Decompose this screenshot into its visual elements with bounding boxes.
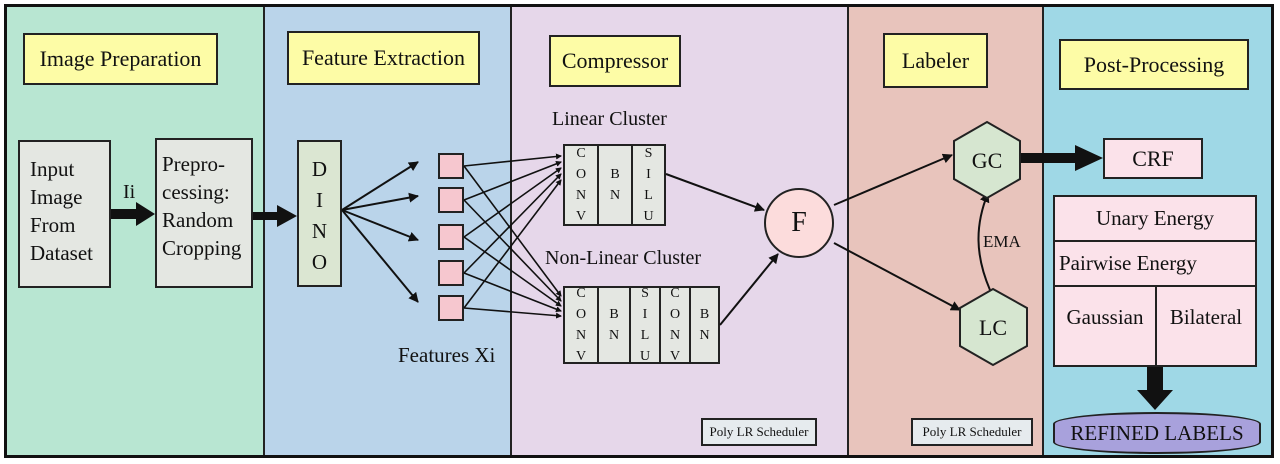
nonlinear-cluster-title: Non-Linear Cluster: [545, 247, 702, 269]
crf-label: CRF: [1132, 145, 1174, 171]
preprocessing-box: Prepro- cessing: Random Cropping: [155, 138, 253, 288]
bilateral-cell: Bilateral: [1157, 287, 1255, 383]
fusion-node-label: F: [791, 207, 807, 238]
refined-labels-box: REFINED LABELS: [1053, 412, 1261, 454]
dino-letter-1: D: [311, 157, 328, 181]
input-image-box: Input Image From Dataset: [18, 140, 111, 288]
linear-cluster-title: Linear Cluster: [552, 108, 667, 130]
ema-label: EMA: [983, 232, 1021, 251]
title-compressor: Compressor: [549, 35, 681, 87]
preprocessing-line1: Prepro-: [162, 152, 225, 176]
bilateral-label: Bilateral: [1169, 305, 1243, 329]
arrow-gc-to-crf: [1020, 145, 1103, 171]
refined-labels-label: REFINED LABELS: [1070, 420, 1244, 445]
gc-node-label: GC: [972, 148, 1003, 173]
title-image-preparation: Image Preparation: [23, 33, 218, 85]
feature-square-2: [438, 187, 464, 213]
lc-node-label: LC: [979, 315, 1007, 340]
dino-letter-2: I: [316, 188, 323, 212]
dino-fanout-arrows: [341, 161, 419, 303]
crf-box: CRF: [1103, 138, 1203, 179]
arrow-preprocessing-to-dino: [253, 205, 297, 227]
unary-energy-label: Unary Energy: [1096, 206, 1214, 230]
title-labeler: Labeler: [883, 33, 988, 88]
ema-arrow: [977, 192, 991, 291]
features-label: Features Xi: [398, 343, 496, 367]
feature-square-5: [438, 295, 464, 321]
lc-node: [959, 287, 1028, 367]
feature-square-1: [438, 153, 464, 179]
preprocessing-line3: Random: [162, 208, 234, 232]
pairwise-energy-row: Pairwise Energy: [1055, 242, 1255, 287]
pairwise-energy-label: Pairwise Energy: [1059, 251, 1197, 275]
feature-square-3: [438, 224, 464, 250]
arrow-energy-to-refined: [1137, 367, 1173, 410]
input-image-line3: From: [30, 213, 76, 237]
fusion-arrows: [665, 153, 961, 326]
input-image-line1: Input: [30, 157, 75, 181]
scheduler-compressor: Poly LR Scheduler: [701, 418, 817, 446]
feature-to-cluster-arrows: [463, 153, 562, 319]
feature-square-4: [438, 260, 464, 286]
fusion-node: F: [764, 188, 834, 258]
diagram-frame: [4, 4, 1274, 458]
preprocessing-line4: Cropping: [162, 236, 242, 260]
gaussian-cell: Gaussian: [1055, 287, 1157, 365]
scheduler-labeler: Poly LR Scheduler: [911, 418, 1033, 446]
preprocessing-line2: cessing:: [162, 180, 230, 204]
dino-box: D I N O: [297, 140, 342, 287]
gc-node: [953, 120, 1021, 200]
edge-label-ii: Ii: [123, 181, 136, 203]
dino-letter-3: N: [311, 219, 328, 243]
unary-energy-row: Unary Energy: [1055, 197, 1255, 242]
title-feature-extraction: Feature Extraction: [287, 31, 480, 85]
energy-block: Unary Energy Pairwise Energy Gaussian Bi…: [1053, 195, 1257, 367]
input-image-line2: Image: [30, 185, 83, 209]
arrow-input-to-preprocessing: [111, 202, 155, 226]
dino-letter-4: O: [311, 250, 328, 274]
title-post-processing: Post-Processing: [1059, 39, 1249, 90]
input-image-line4: Dataset: [30, 241, 93, 265]
gaussian-label: Gaussian: [1066, 305, 1144, 329]
